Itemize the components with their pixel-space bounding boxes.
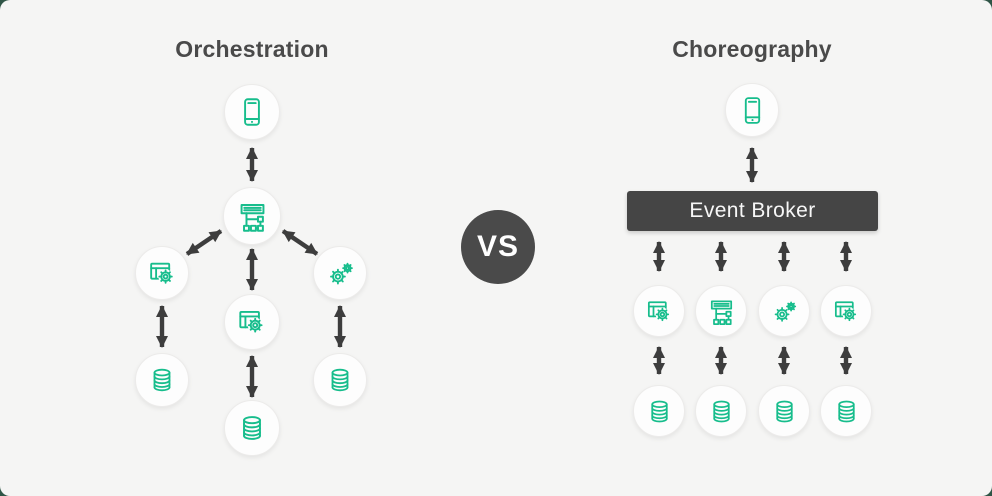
- database-icon: [146, 364, 178, 396]
- service-node: [313, 246, 367, 300]
- client-device-node: [725, 83, 779, 137]
- service-node: [820, 285, 872, 337]
- workflow-icon: [235, 199, 270, 234]
- smartphone-icon: [736, 94, 769, 127]
- service-node: [135, 246, 189, 300]
- client-device-node: [224, 84, 280, 140]
- vs-label: VS: [476, 230, 520, 263]
- web-app-gear-icon: [644, 296, 675, 327]
- web-app-gear-icon: [235, 305, 269, 339]
- vs-badge: VS: [461, 210, 535, 284]
- database-node: [633, 385, 685, 437]
- bidirectional-arrow: [281, 229, 319, 256]
- database-node: [135, 353, 189, 407]
- event-broker-label: Event Broker: [689, 199, 816, 222]
- database-node: [224, 400, 280, 456]
- orchestration-title: Orchestration: [175, 36, 329, 62]
- service-node: [224, 294, 280, 350]
- smartphone-icon: [235, 95, 269, 129]
- gears-icon: [324, 257, 357, 290]
- database-node: [758, 385, 810, 437]
- database-icon: [235, 411, 269, 445]
- choreography-title: Choreography: [672, 36, 832, 62]
- database-icon: [644, 396, 675, 427]
- web-app-gear-icon: [146, 257, 179, 290]
- database-node: [695, 385, 747, 437]
- database-node: [313, 353, 367, 407]
- database-icon: [769, 396, 800, 427]
- workflow-icon: [706, 296, 737, 327]
- gears-icon: [769, 296, 800, 327]
- database-icon: [706, 396, 737, 427]
- service-node: [758, 285, 810, 337]
- database-icon: [831, 396, 862, 427]
- web-app-gear-icon: [831, 296, 862, 327]
- orchestrator-node: [223, 187, 281, 245]
- bidirectional-arrow: [185, 229, 223, 256]
- database-node: [820, 385, 872, 437]
- service-node: [695, 285, 747, 337]
- event-broker-bar: Event Broker: [627, 191, 878, 231]
- service-node: [633, 285, 685, 337]
- database-icon: [324, 364, 356, 396]
